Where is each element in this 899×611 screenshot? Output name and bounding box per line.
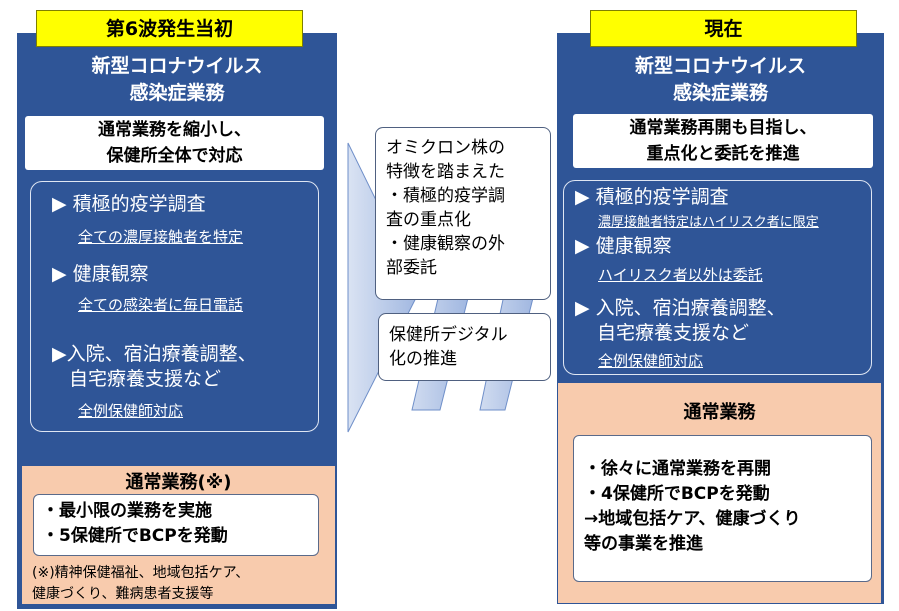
right-routine-title: 通常業務 (683, 402, 756, 423)
right-item-3-sub: 全例保健師対応 (598, 352, 704, 370)
right-item-2-sub: ハイリスク者以外は委託 (598, 266, 763, 284)
right-title: 新型コロナウイルス 感染症業務 (557, 53, 884, 107)
right-routine-box: ・徐々に通常業務を再開 ・4保健所でBCPを発動 →地域包括ケア、健康づくり 等… (573, 435, 872, 582)
left-routine-note: (※)精神保健福祉、地域包括ケア、 健康づくり、難病患者支援等 (32, 563, 249, 605)
routine-line: →地域包括ケア、健康づくり (584, 509, 801, 529)
measure-line: オミクロン株の (386, 138, 505, 158)
left-period-label: 第6波発生当初 (36, 10, 303, 47)
routine-line: 等の事業を推進 (584, 534, 703, 554)
left-routine-box: ・最小限の業務を実施 ・5保健所でBCPを発動 (33, 494, 319, 556)
left-routine-title: 通常業務(※) (125, 472, 232, 493)
right-period-label: 現在 (590, 10, 857, 47)
middle-digital-box: 保健所デジタル 化の推進 (378, 313, 551, 381)
note-line: 健康づくり、難病患者支援等 (32, 586, 214, 602)
right-items-box (563, 180, 872, 375)
summary-line: 重点化と委託を推進 (646, 144, 800, 164)
item-line: 自宅療養支援など (69, 368, 222, 390)
right-item-1-sub: 濃厚接触者特定はハイリスク者に限定 (598, 215, 819, 230)
measure-line: 特徴を踏まえた (386, 162, 505, 182)
left-item-3: ▶入院、宿泊療養調整、 自宅療養支援など (52, 342, 257, 392)
routine-line: ・徐々に通常業務を再開 (584, 459, 771, 479)
left-title: 新型コロナウイルス 感染症業務 (17, 53, 337, 107)
right-item-1: ▶ 積極的疫学調査 (575, 186, 729, 208)
left-item-2: ▶ 健康観察 (52, 263, 149, 285)
right-item-3: ▶ 入院、宿泊療養調整、 自宅療養支援など (575, 296, 786, 346)
summary-line: 保健所全体で対応 (106, 146, 243, 166)
measure-line: ・積極的疫学調 (386, 186, 505, 206)
measure-line: ・健康観察の外 (386, 234, 505, 254)
left-item-2-sub: 全ての感染者に毎日電話 (78, 296, 244, 314)
note-line: (※)精神保健福祉、地域包括ケア、 (32, 565, 250, 581)
digital-line: 保健所デジタル (389, 325, 508, 345)
item-line: 自宅療養支援など (597, 322, 750, 344)
title-line: 感染症業務 (129, 82, 225, 104)
left-item-3-sub: 全例保健師対応 (78, 402, 184, 420)
summary-line: 通常業務を縮小し、 (98, 120, 251, 140)
title-line: 新型コロナウイルス (91, 55, 263, 77)
item-line: ▶ 入院、宿泊療養調整、 (575, 297, 786, 319)
left-item-1-sub: 全ての濃厚接触者を特定 (78, 228, 244, 246)
right-summary: 通常業務再開も目指し、 重点化と委託を推進 (573, 114, 873, 168)
bullet: ・最小限の業務を実施 (42, 501, 212, 521)
digital-line: 化の推進 (389, 349, 457, 369)
title-line: 新型コロナウイルス (634, 55, 806, 77)
title-line: 感染症業務 (672, 82, 768, 104)
bullet: ・5保健所でBCPを発動 (42, 526, 228, 546)
left-item-1: ▶ 積極的疫学調査 (52, 193, 206, 215)
summary-line: 通常業務再開も目指し、 (629, 118, 817, 138)
measure-line: 査の重点化 (386, 210, 471, 230)
right-item-2: ▶ 健康観察 (575, 235, 672, 257)
middle-measures-box: オミクロン株の 特徴を踏まえた ・積極的疫学調 査の重点化 ・健康観察の外 部委… (375, 127, 551, 300)
item-line: ▶入院、宿泊療養調整、 (52, 343, 257, 365)
left-summary: 通常業務を縮小し、 保健所全体で対応 (25, 116, 324, 170)
left-items-box (30, 181, 319, 432)
measure-line: 部委託 (386, 258, 437, 278)
routine-line: ・4保健所でBCPを発動 (584, 484, 770, 504)
